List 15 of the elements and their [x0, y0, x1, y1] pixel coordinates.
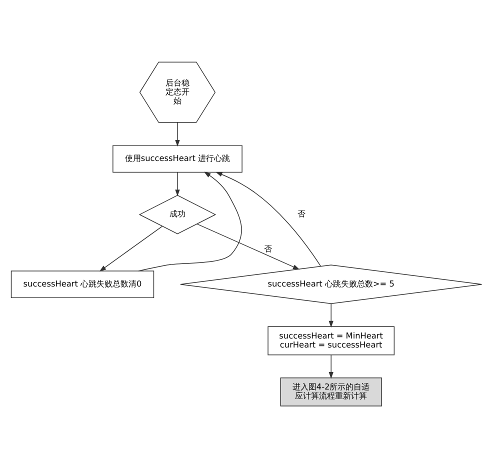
- arrow: [328, 302, 334, 328]
- node-box: 使用successHeart 进行心跳: [112, 144, 242, 172]
- node-box: successHeart = MinHeart curHeart = successHeart: [268, 326, 395, 355]
- node-box: 进入图4-2所示的自适应计算流程重新计算: [280, 376, 382, 406]
- arrow: [328, 354, 334, 378]
- node-box: successHeart 心跳失败总数清0: [10, 270, 154, 298]
- arrow: [175, 122, 180, 146]
- node-diamond: 成功: [138, 194, 216, 234]
- arrow: [196, 223, 300, 270]
- edge-label: 否: [297, 208, 306, 218]
- edge-label: 否: [264, 243, 272, 254]
- arrow: [216, 171, 322, 266]
- arrow: [99, 225, 163, 271]
- arrow: [138, 171, 242, 271]
- arrow: [175, 172, 180, 196]
